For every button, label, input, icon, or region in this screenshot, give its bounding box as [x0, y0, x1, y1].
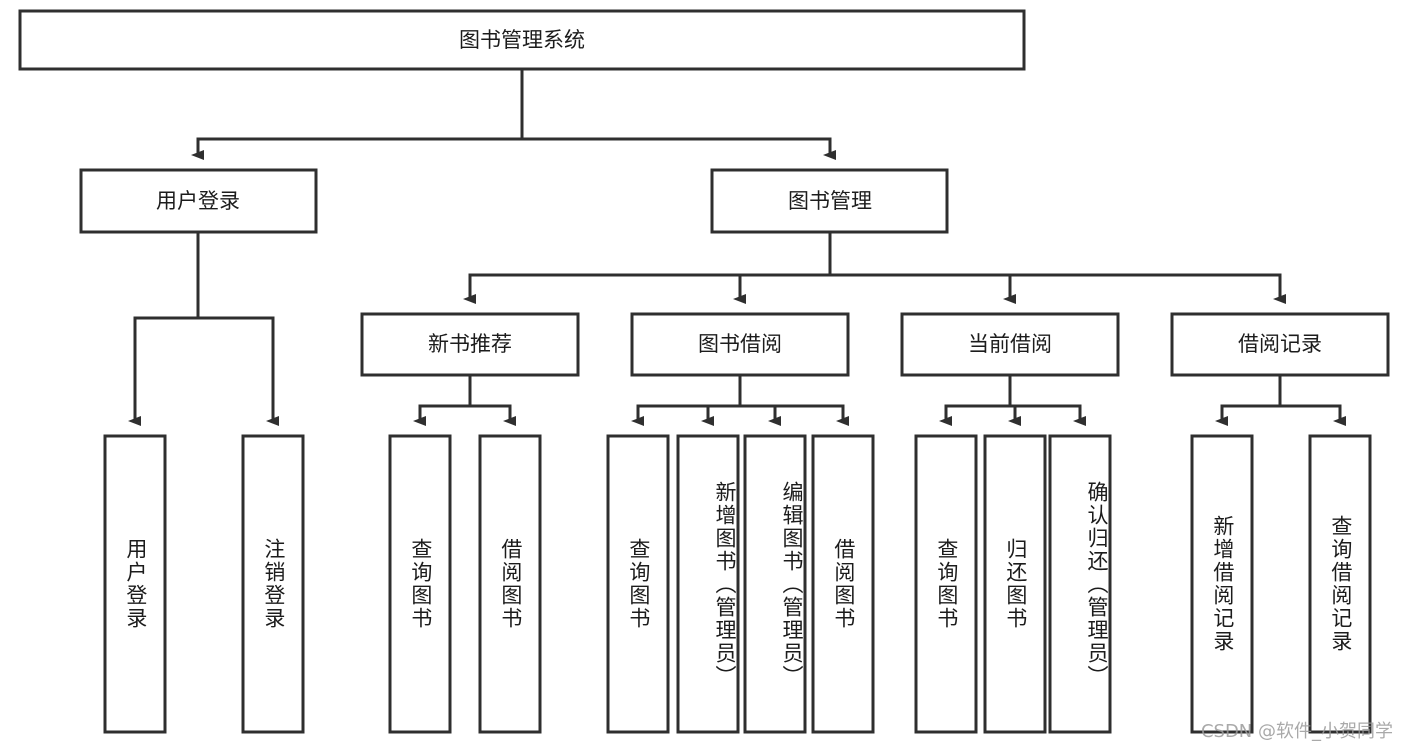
node-leaf-query-book-3-rect[interactable]	[914, 434, 978, 734]
node-book-borrow-rect[interactable]	[630, 312, 850, 377]
connector-group-borrow-record	[1215, 373, 1346, 426]
node-leaf-confirm-return-rect[interactable]	[1048, 434, 1112, 734]
connector-group-user-login	[128, 230, 279, 426]
node-leaf-edit-book-rect[interactable]	[743, 434, 807, 734]
node-user-login-rect[interactable]	[79, 168, 318, 234]
node-leaf-borrow-book-2-rect[interactable]	[811, 434, 875, 734]
node-leaf-query-record-rect[interactable]	[1308, 434, 1372, 734]
node-leaf-borrow-book-1-rect[interactable]	[478, 434, 542, 734]
node-book-manage-rect[interactable]	[710, 168, 949, 234]
node-new-book-rec[interactable]: 新书推荐	[360, 312, 580, 377]
csdn-watermark: CSDN @软件_小贺同学	[1200, 721, 1393, 742]
node-leaf-query-book-1-rect[interactable]	[388, 434, 452, 734]
connector-group-current-borrow	[939, 373, 1086, 426]
node-user-login[interactable]: 用户登录	[79, 168, 318, 234]
node-leaf-query-book-2-rect[interactable]	[606, 434, 670, 734]
node-borrow-record-label: 借阅记录	[1238, 332, 1322, 356]
node-user-login-label: 用户登录	[156, 189, 240, 213]
node-new-book-rec-rect[interactable]	[360, 312, 580, 377]
node-root-label: 图书管理系统	[459, 28, 585, 52]
node-borrow-record[interactable]: 借阅记录	[1170, 312, 1390, 377]
node-current-borrow-rect[interactable]	[900, 312, 1120, 377]
connector-group-root	[191, 67, 836, 160]
node-current-borrow-label: 当前借阅	[968, 332, 1052, 356]
node-leaf-add-record-rect[interactable]	[1190, 434, 1254, 734]
connector-group-book-borrow	[631, 373, 849, 426]
node-borrow-record-rect[interactable]	[1170, 312, 1390, 377]
node-book-manage-label: 图书管理	[788, 189, 872, 213]
node-leaf-logout-rect[interactable]	[241, 434, 305, 734]
node-current-borrow[interactable]: 当前借阅	[900, 312, 1120, 377]
node-book-borrow[interactable]: 图书借阅	[630, 312, 850, 377]
node-book-borrow-label: 图书借阅	[698, 332, 782, 356]
node-leaf-user-login-rect[interactable]	[103, 434, 167, 734]
node-leaf-return-book-rect[interactable]	[983, 434, 1047, 734]
node-root[interactable]: 图书管理系统	[18, 9, 1026, 71]
node-book-manage[interactable]: 图书管理	[710, 168, 949, 234]
node-new-book-rec-label: 新书推荐	[428, 332, 512, 356]
node-leaf-add-book-rect[interactable]	[676, 434, 740, 734]
connector-group-new-book-rec	[413, 373, 516, 426]
node-root-rect[interactable]	[18, 9, 1026, 71]
connector-group-book-manage	[463, 230, 1286, 304]
